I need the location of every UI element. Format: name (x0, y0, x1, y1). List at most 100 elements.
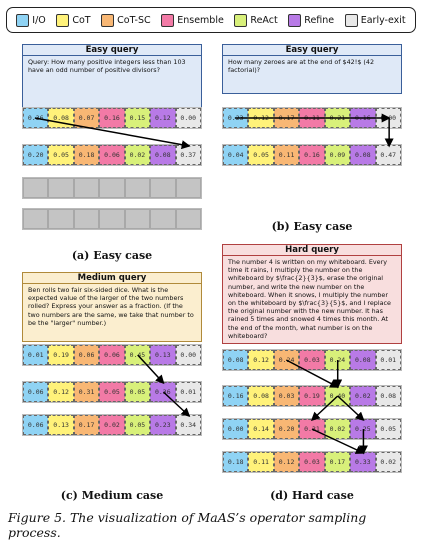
operator-cell-ensemble: 0.03 (299, 350, 325, 370)
hard-d-caption: (d) Hard case (270, 489, 354, 502)
operator-cell-refine: 0.16 (350, 108, 376, 128)
operator-cell-ensemble: 0.16 (299, 145, 325, 165)
legend-label: CoT-SC (117, 14, 151, 26)
operator-cell-cot-sc: 0.12 (273, 452, 300, 472)
operator-cell-refine: 0.13 (150, 345, 176, 365)
operator-cell-i-o (23, 178, 49, 198)
operator-cell-ensemble: 0.06 (99, 345, 125, 365)
query-title: Medium query (23, 273, 201, 284)
operator-cell-react (124, 209, 151, 229)
legend-label: I/O (32, 14, 46, 26)
operator-cell-cot: 0.08 (48, 108, 74, 128)
query-text: The number 4 is written on my whiteboard… (228, 258, 391, 340)
operator-cell-i-o: 0.20 (23, 145, 49, 165)
figure-number: Figure 5. (8, 510, 66, 525)
legend-swatch (101, 13, 115, 27)
legend-item-early-exit: Early-exit (344, 13, 406, 27)
query-title: Easy query (223, 45, 401, 56)
operator-cell-refine: 0.08 (350, 145, 376, 165)
operator-cell-react: 0.40 (324, 386, 351, 406)
operator-cell-ensemble: 0.03 (299, 452, 325, 472)
operator-cell-cot: 0.11 (248, 452, 274, 472)
operator-cell-cot-sc: 0.11 (273, 145, 300, 165)
operator-cell-cot-sc (73, 209, 100, 229)
legend-swatch (288, 13, 302, 27)
operator-cell-early-exit: 0.01 (175, 382, 201, 402)
operator-cell-early-exit: 0.02 (375, 452, 401, 472)
operator-cell-cot-sc (73, 178, 100, 198)
operator-cell-ensemble: 0.11 (299, 108, 325, 128)
operator-cell-i-o: 0.23 (223, 108, 249, 128)
operator-cell-refine: 0.23 (150, 415, 176, 435)
operator-cell-cot (48, 178, 74, 198)
query-title: Hard query (223, 245, 401, 256)
operator-cell-i-o: 0.04 (223, 145, 249, 165)
operator-cell-i-o: 0.06 (23, 382, 49, 402)
operator-cell-cot: 0.19 (48, 345, 74, 365)
operator-cell-react: 0.15 (124, 108, 151, 128)
legend-item-ensemble: Ensemble (161, 13, 224, 27)
operator-cell-i-o (23, 209, 49, 229)
operator-cell-cot-sc: 0.03 (273, 386, 300, 406)
operator-cell-refine: 0.33 (350, 452, 376, 472)
operator-cell-early-exit: 0.00 (375, 108, 401, 128)
operator-cell-early-exit (175, 209, 201, 229)
legend-item-refine: Refine (288, 13, 335, 27)
operator-cell-i-o: 0.06 (23, 415, 49, 435)
easy-b-caption: (b) Easy case (271, 220, 353, 233)
operator-cell-cot-sc: 0.06 (73, 345, 100, 365)
operator-cell-i-o: 0.18 (223, 452, 249, 472)
legend-swatch (234, 13, 248, 27)
operator-cell-cot: 0.12 (248, 108, 274, 128)
operator-cell-cot (48, 209, 74, 229)
query-text: How many zeroes are at the end of $42!$ … (228, 58, 375, 75)
operator-cell-cot: 0.14 (248, 419, 274, 439)
operator-cell-react: 0.02 (324, 419, 351, 439)
legend-label: Refine (304, 14, 335, 26)
operator-cell-early-exit (175, 178, 201, 198)
legend-swatch (56, 13, 70, 27)
medium-c-caption: (c) Medium case (60, 489, 164, 502)
operator-cell-refine (150, 178, 176, 198)
operator-cell-early-exit: 0.01 (375, 350, 401, 370)
legend-swatch (344, 13, 358, 27)
legend-swatch (16, 13, 30, 27)
operator-cell-cot-sc: 0.31 (73, 382, 100, 402)
operator-cell-early-exit: 0.37 (175, 145, 201, 165)
operator-cell-ensemble: 0.31 (299, 419, 325, 439)
query-text: Ben rolls two fair six-sided dice. What … (28, 286, 194, 327)
legend-item-react: ReAct (234, 13, 278, 27)
legend-item-cot-sc: CoT-SC (101, 13, 151, 27)
operator-cell-cot-sc: 0.20 (273, 419, 300, 439)
operator-cell-ensemble: 0.05 (99, 382, 125, 402)
operator-cell-refine: 0.02 (350, 386, 376, 406)
easy-a-caption: (a) Easy case (71, 249, 153, 262)
operator-cell-i-o: 0.08 (223, 350, 249, 370)
operator-cell-ensemble (99, 209, 125, 229)
operator-cell-refine: 0.25 (350, 419, 376, 439)
operator-cell-early-exit: 0.05 (375, 419, 401, 439)
operator-row (22, 208, 202, 230)
operator-cell-ensemble: 0.06 (99, 145, 125, 165)
query-text: Query: How many positive integers less t… (28, 58, 186, 75)
operator-cell-cot: 0.12 (48, 382, 74, 402)
operator-cell-ensemble: 0.16 (99, 108, 125, 128)
operator-cell-cot: 0.05 (248, 145, 274, 165)
operator-cell-i-o: 0.16 (223, 386, 249, 406)
operator-row (22, 177, 202, 199)
legend-label: Early-exit (360, 14, 406, 26)
legend-label: CoT (72, 14, 91, 26)
operator-cell-refine: 0.08 (150, 145, 176, 165)
legend-item-cot: CoT (56, 13, 91, 27)
operator-cell-cot-sc: 0.24 (273, 350, 300, 370)
operator-cell-refine (150, 209, 176, 229)
